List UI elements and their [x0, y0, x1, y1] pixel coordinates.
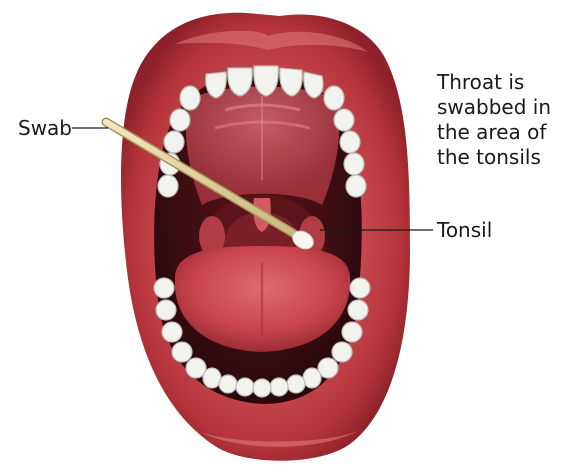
tooth — [303, 368, 321, 388]
tooth — [236, 378, 254, 396]
tooth — [348, 300, 368, 320]
swab-label: Swab — [18, 116, 72, 140]
tooth — [287, 375, 305, 393]
tooth — [270, 378, 288, 396]
tooth — [164, 131, 184, 153]
tooth — [154, 278, 174, 298]
caption-line: the area of — [437, 120, 551, 145]
tooth — [170, 109, 190, 131]
tooth — [180, 86, 200, 110]
caption: Throat is swabbed in the area of the ton… — [437, 70, 551, 170]
tooth — [340, 131, 360, 153]
tooth — [203, 368, 221, 388]
tooth — [334, 109, 354, 131]
tooth — [156, 300, 176, 320]
tooth — [162, 322, 182, 342]
tooth — [342, 322, 362, 342]
caption-line: swabbed in — [437, 95, 551, 120]
tooth — [253, 379, 271, 397]
tonsil-label: Tonsil — [437, 218, 492, 242]
tooth — [346, 175, 366, 197]
tooth — [219, 375, 237, 393]
tooth — [158, 175, 178, 197]
caption-line: the tonsils — [437, 145, 551, 170]
tooth — [332, 342, 352, 362]
tooth — [172, 342, 192, 362]
tooth — [344, 153, 364, 175]
caption-line: Throat is — [437, 70, 551, 95]
tooth — [350, 278, 370, 298]
tooth — [324, 86, 344, 110]
